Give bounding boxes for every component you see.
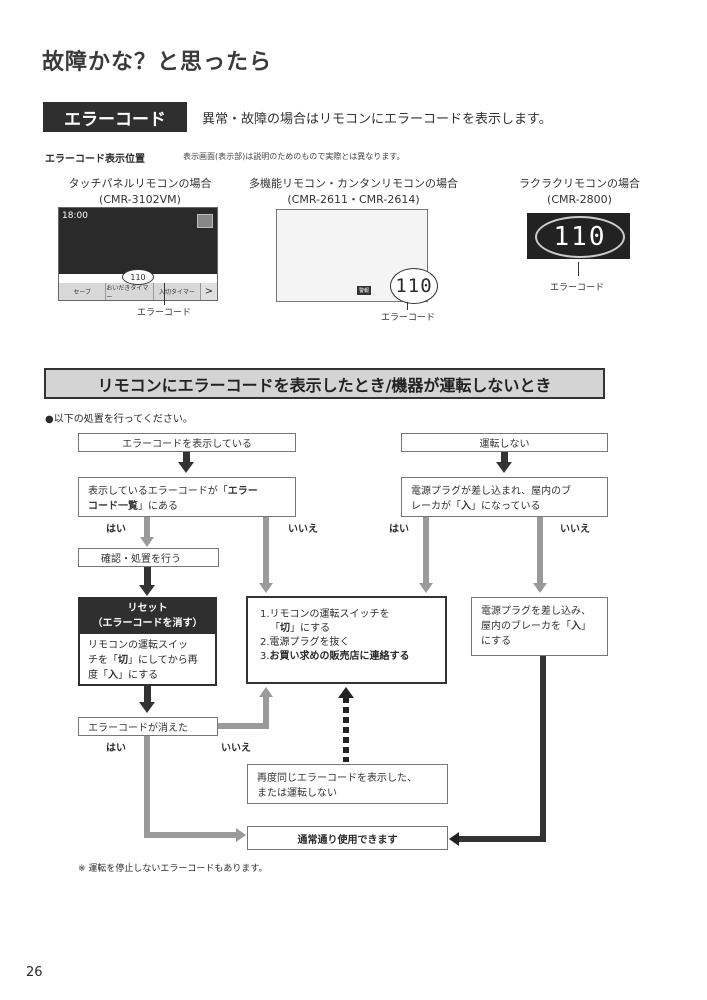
arrow-down-icon <box>139 585 155 596</box>
remote1-clock: 18:00 <box>62 211 88 221</box>
remote1-reheat-timer-button: おいだきタイマー <box>106 283 154 301</box>
arrow-shaft <box>263 697 269 729</box>
box-plug-breaker: 電源プラグが差し込まれ、屋内のブレーカが「入」になっている <box>401 477 608 517</box>
label-no: いいえ <box>221 743 251 754</box>
arrow-down-icon <box>140 537 154 547</box>
arrow-shaft <box>144 567 151 586</box>
touch-panel-remote-illustration: 18:00 セーブ おいだきタイマー 入切タイマー > 110 <box>58 207 218 301</box>
arrow-down-icon <box>178 462 194 473</box>
box-confirm-action: 確認・処置を行う <box>78 548 219 567</box>
remote2-leader-line <box>407 302 408 310</box>
arrow-shaft <box>459 836 546 842</box>
arrow-shaft <box>423 517 429 584</box>
box-error-shown: エラーコードを表示している <box>78 433 296 452</box>
arrow-down-icon <box>496 462 512 473</box>
remote2-code-label: エラーコード <box>381 313 436 323</box>
dashed-arrow-shaft <box>343 697 349 762</box>
label-yes: はい <box>389 524 409 535</box>
box-remedial-actions: 1.リモコンの運転スイッチを 「切」にする 2.電源プラグを抜く 3.お買い求め… <box>246 596 447 684</box>
box-code-in-list: 表示しているエラーコードが「エラーコード一覧」にある <box>78 477 296 517</box>
remote1-save-button: セーブ <box>59 283 107 300</box>
remote1-code-label: エラーコード <box>137 308 192 318</box>
arrow-shaft <box>144 832 237 838</box>
arrow-down-icon <box>259 583 273 593</box>
box-error-cleared: エラーコードが消えた <box>78 717 218 736</box>
remote1-leader-line <box>164 283 165 305</box>
display-position-note: 表示画面(表示部)は説明のためのもので実際とは異なります。 <box>183 152 405 161</box>
multifunction-remote-illustration: 警報 110 <box>276 209 438 304</box>
label-yes: はい <box>106 743 126 754</box>
arrow-shaft <box>183 452 190 463</box>
remote3-leader-line <box>578 262 579 276</box>
page-title: 故障かな？と思ったら <box>42 50 273 75</box>
remote1-status-icon <box>197 214 213 228</box>
arrow-up-icon <box>338 687 354 698</box>
box-not-running: 運転しない <box>401 433 608 452</box>
remote3-caption: ラクラクリモコンの場合 (CMR-2800) <box>519 177 640 206</box>
remote3-error-code: 110 <box>535 216 625 258</box>
remote1-onoff-timer-button: 入切タイマー <box>153 283 201 300</box>
error-code-description: 異常・故障の場合はリモコンにエラーコードを表示します。 <box>202 112 552 127</box>
reset-instructions: リモコンの運転スイッ チを「切」にしてから再 度「入」にする <box>78 634 217 686</box>
remote1-button-row: セーブ おいだきタイマー 入切タイマー > <box>59 283 217 301</box>
arrow-down-icon <box>419 583 433 593</box>
box-error-recurred: 再度同じエラーコードを表示した、または運転しない <box>247 764 448 804</box>
arrow-shaft <box>144 686 151 703</box>
arrow-shaft <box>540 656 546 842</box>
remote2-error-code: 110 <box>390 268 438 304</box>
arrow-up-icon <box>259 687 273 697</box>
arrow-left-icon <box>449 832 459 846</box>
arrow-shaft <box>218 723 268 729</box>
arrow-down-icon <box>533 583 547 593</box>
footnote: ※ 運転を停止しないエラーコードもあります。 <box>78 864 268 874</box>
remote1-caption: タッチパネルリモコンの場合 (CMR-3102VM) <box>68 177 212 206</box>
arrow-shaft <box>501 452 508 463</box>
page-number: 26 <box>26 965 43 980</box>
box-plug-in-breaker-on: 電源プラグを差し込み、 屋内のブレーカを「入」 にする <box>471 597 608 656</box>
remote1-error-code: 110 <box>122 269 154 285</box>
arrow-shaft <box>537 517 543 584</box>
box-normal-use: 通常通り使用できます <box>247 826 448 850</box>
label-yes: はい <box>106 524 126 535</box>
easy-remote-illustration: 110 <box>527 213 630 259</box>
label-no: いいえ <box>560 524 590 535</box>
instruction-bullet: ●以下の処置を行ってください。 <box>45 414 193 425</box>
remote2-alarm-tag: 警報 <box>357 286 372 295</box>
error-code-heading: エラーコード <box>43 102 187 132</box>
arrow-shaft <box>144 736 150 838</box>
remote3-code-label: エラーコード <box>550 283 605 293</box>
label-no: いいえ <box>288 524 318 535</box>
arrow-right-icon <box>236 828 246 842</box>
arrow-shaft <box>144 517 150 539</box>
arrow-shaft <box>263 517 269 584</box>
arrow-down-icon <box>139 702 155 713</box>
remote2-caption: 多機能リモコン・カンタンリモコンの場合 (CMR-2611・CMR-2614) <box>249 177 458 206</box>
flowchart-heading: リモコンにエラーコードを表示したとき/機器が運転しないとき <box>44 368 605 399</box>
reset-heading: リセット （エラーコードを消す） <box>78 597 217 634</box>
chevron-right-icon: > <box>200 283 217 300</box>
display-position-title: エラーコード表示位置 <box>45 154 145 165</box>
